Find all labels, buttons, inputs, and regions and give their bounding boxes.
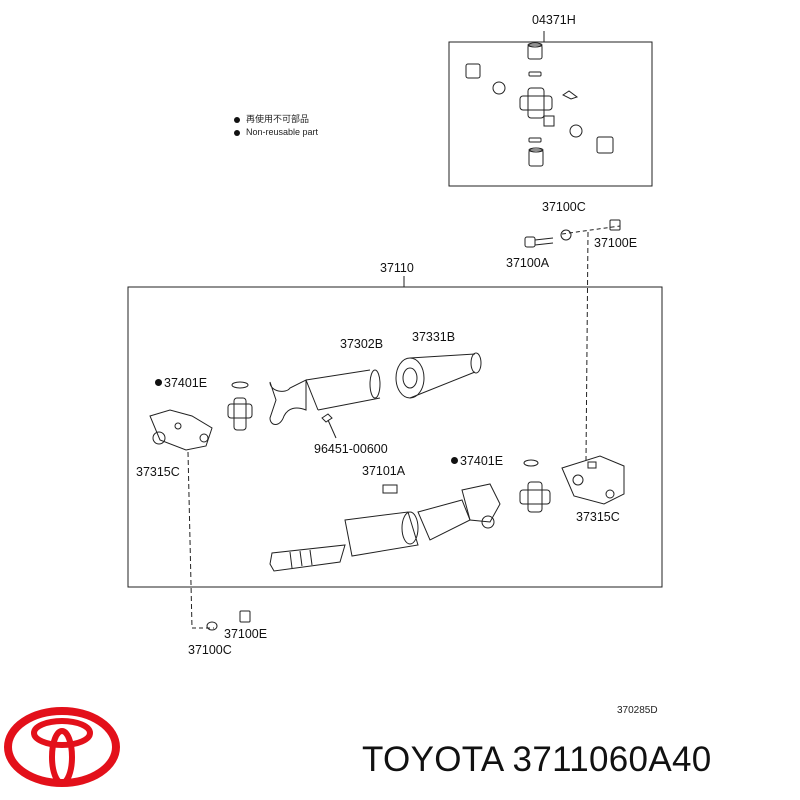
label-sleeve: 37331B [412, 330, 456, 344]
legend-reusable: 再使用不可部品 [234, 115, 309, 124]
bullet-icon [155, 379, 162, 386]
label-kit: 04371H [532, 13, 576, 27]
label-retainer-right: 37401E [451, 455, 503, 468]
bottom-bolt-icon [206, 610, 251, 631]
toyota-logo [4, 707, 120, 787]
right-flange-icon [561, 455, 625, 505]
label-flange-left: 37315C [136, 465, 180, 479]
label-nut-bottom-e: 37100E [224, 627, 268, 641]
bullet-icon [451, 457, 458, 464]
label-flange-right: 37315C [576, 510, 620, 524]
bullet-icon [234, 129, 240, 136]
key-icon [382, 484, 398, 494]
label-front-tube: 37302B [340, 337, 384, 351]
left-spider-icon [227, 381, 253, 431]
right-spider-icon [519, 459, 551, 513]
diagram-reference: 370285D [617, 705, 658, 716]
assembly-box [127, 286, 663, 588]
bullet-icon [234, 116, 240, 123]
label-bolt-bottom-c: 37100C [188, 643, 232, 657]
kit-box [448, 41, 653, 187]
label-grease-fitting: 96451-00600 [314, 442, 388, 456]
label-bolt-top-a: 37100A [506, 256, 550, 270]
rear-shaft-icon [269, 483, 501, 572]
legend-nonreusable: Non-reusable part [234, 128, 318, 137]
label-assembly: 37110 [380, 261, 414, 275]
grease-fitting-icon [321, 413, 337, 439]
label-bolt-top-c: 37100C [542, 200, 586, 214]
label-nut-top-e: 37100E [594, 236, 638, 250]
label-key: 37101A [362, 464, 406, 478]
left-flange-icon [149, 409, 213, 451]
part-number-title: TOYOTA 3711060A40 [362, 740, 712, 779]
front-tube-icon [269, 369, 381, 425]
universal-joint-kit-icon [465, 42, 614, 167]
label-retainer-left: 37401E [155, 377, 207, 390]
top-bolt-icon [524, 219, 621, 248]
sleeve-icon [395, 352, 482, 399]
